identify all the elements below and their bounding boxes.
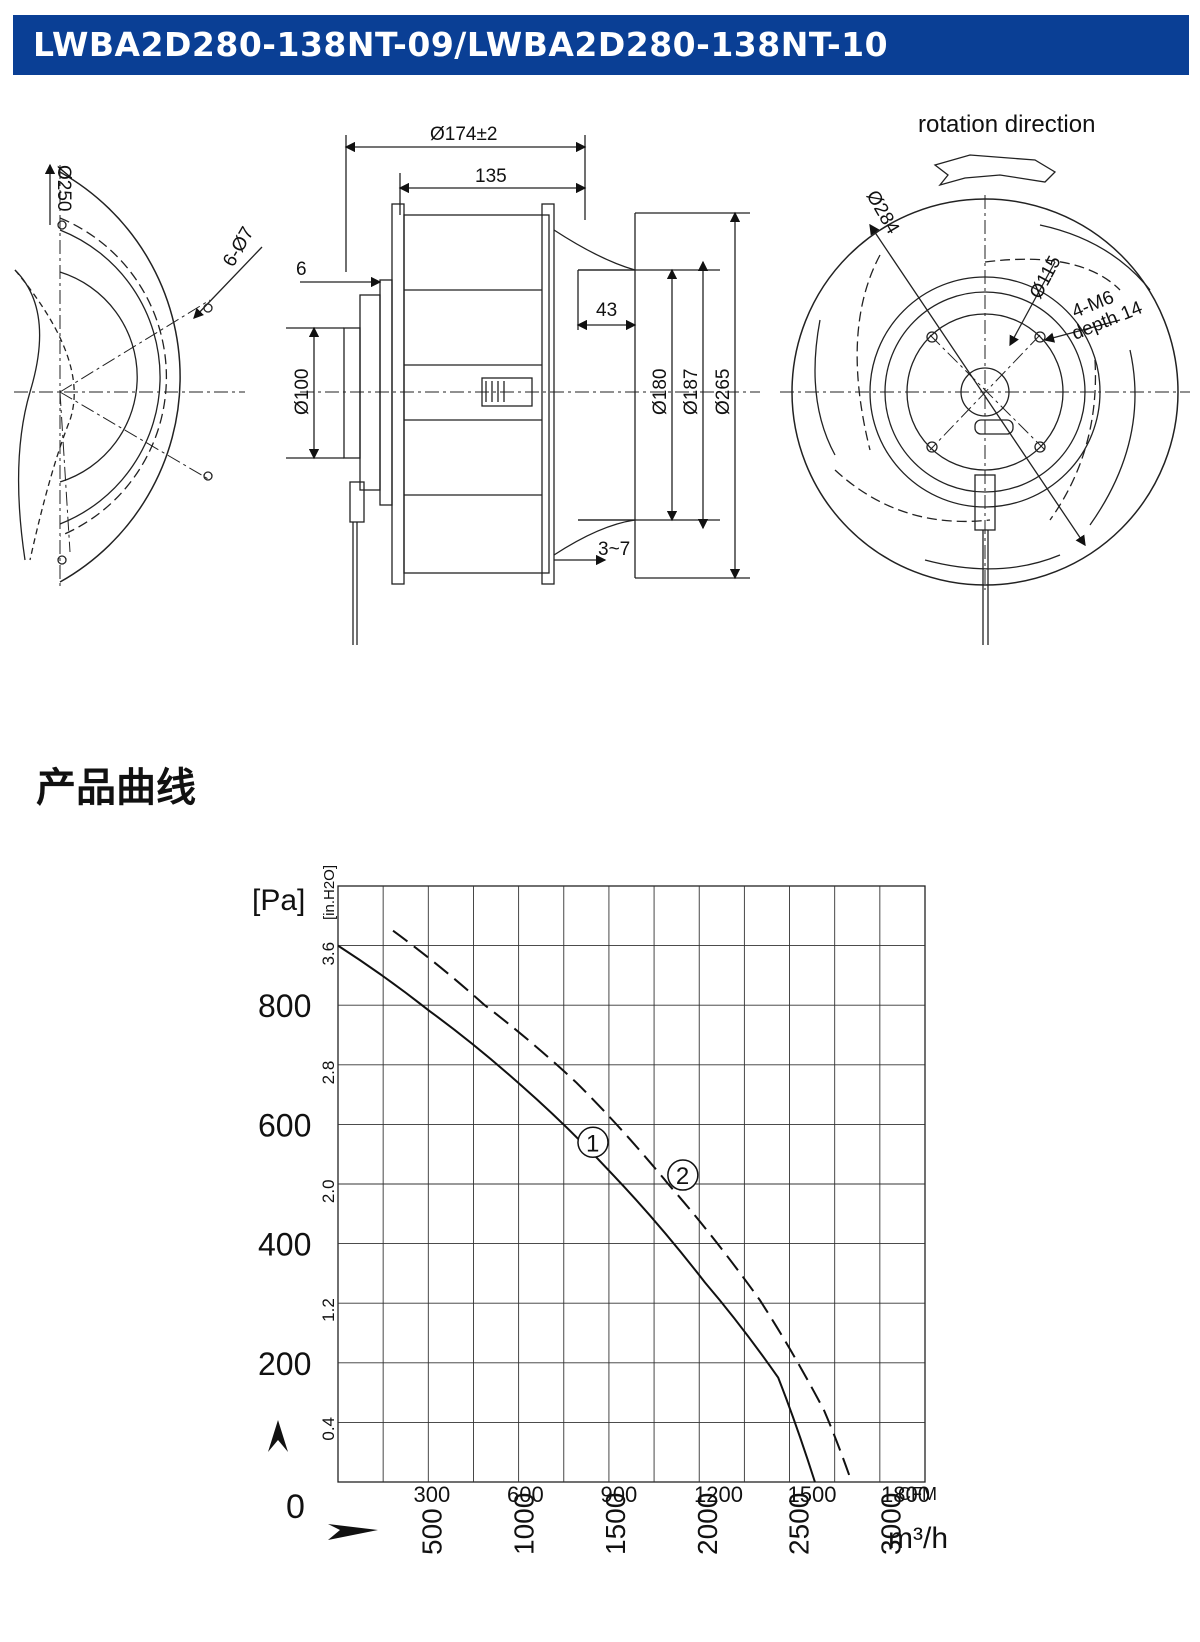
- label-dia-100: Ø100: [292, 369, 313, 415]
- x-tick-label-m3h: 500: [417, 1508, 448, 1555]
- label-dia-174: Ø174±2: [430, 124, 497, 145]
- dimension-drawing: Ø250 6-Ø7: [14, 111, 1190, 645]
- x-tick-label-m3h: 3000: [875, 1493, 906, 1555]
- label-dim-3-7: 3~7: [598, 539, 630, 560]
- x-axis-arrow-icon: [328, 1524, 378, 1540]
- y-tick-label-inh2o: 2.0: [319, 1179, 338, 1203]
- x-tick-label-cfm: 1200: [694, 1482, 743, 1507]
- y-axis-arrow-icon: [268, 1420, 288, 1452]
- label-dia-187: Ø187: [681, 369, 702, 415]
- chart-curves: 12: [337, 929, 853, 1483]
- section-heading: 产品曲线: [36, 765, 196, 811]
- rear-view: [780, 154, 1190, 645]
- y-tick-label-inh2o: 2.8: [319, 1061, 338, 1085]
- y-unit-pa: [Pa]: [252, 884, 305, 917]
- label-dia-265: Ø265: [713, 369, 734, 415]
- x-unit-m3h: m³/h: [888, 1522, 948, 1555]
- curve-label-1: 1: [586, 1130, 599, 1157]
- model-title: LWBA2D280-138NT-09/LWBA2D280-138NT-10: [33, 25, 889, 64]
- y-tick-label-inh2o: 3.6: [319, 942, 338, 966]
- x-tick-label-cfm: 300: [413, 1482, 450, 1507]
- x-tick-label-m3h: 1500: [600, 1493, 631, 1555]
- label-rotation-direction: rotation direction: [918, 111, 1095, 138]
- label-dia-115: Ø115: [1026, 253, 1066, 303]
- label-dim-43: 43: [596, 300, 617, 321]
- x-tick-label-cfm: 900: [600, 1482, 637, 1507]
- label-dia-180: Ø180: [650, 369, 671, 415]
- y-tick-label-pa: 800: [258, 988, 311, 1024]
- curve-2: [392, 929, 853, 1483]
- front-view: [14, 163, 263, 590]
- x-unit-cfm: CFM: [898, 1484, 937, 1504]
- x-tick-label-cfm: 600: [507, 1482, 544, 1507]
- curve-marker-1: [577, 1126, 609, 1159]
- x-tick-label-m3h: 2000: [692, 1493, 723, 1555]
- y-tick-label-inh2o: 1.2: [319, 1298, 338, 1322]
- side-view: [286, 135, 760, 645]
- y-unit-inh2o: [in.H2O]: [321, 865, 338, 920]
- label-holes: 6-Ø7: [219, 223, 258, 270]
- curve-label-2: 2: [676, 1163, 689, 1190]
- label-dim-6: 6: [296, 259, 307, 280]
- label-width-135: 135: [475, 166, 507, 187]
- label-dia-284: Ø284: [862, 187, 904, 238]
- y-tick-label-inh2o: 0.4: [319, 1417, 338, 1441]
- title-bar: LWBA2D280-138NT-09/LWBA2D280-138NT-10: [13, 15, 1189, 75]
- x-tick-label-cfm: 1800: [881, 1482, 930, 1507]
- x-tick-label-m3h: 2500: [784, 1493, 815, 1555]
- x-tick-label-m3h: 1000: [508, 1493, 539, 1555]
- curve-marker-2: [667, 1159, 699, 1191]
- y-tick-label-pa: 200: [258, 1346, 311, 1382]
- label-dia-250: Ø250: [53, 165, 74, 211]
- chart-grid: [337, 885, 926, 1483]
- x-tick-label-cfm: 1500: [787, 1482, 836, 1507]
- y-tick-label-pa: 400: [258, 1227, 311, 1263]
- origin-label: 0: [286, 1488, 305, 1526]
- curve-1: [337, 944, 816, 1483]
- y-tick-label-pa: 600: [258, 1107, 311, 1143]
